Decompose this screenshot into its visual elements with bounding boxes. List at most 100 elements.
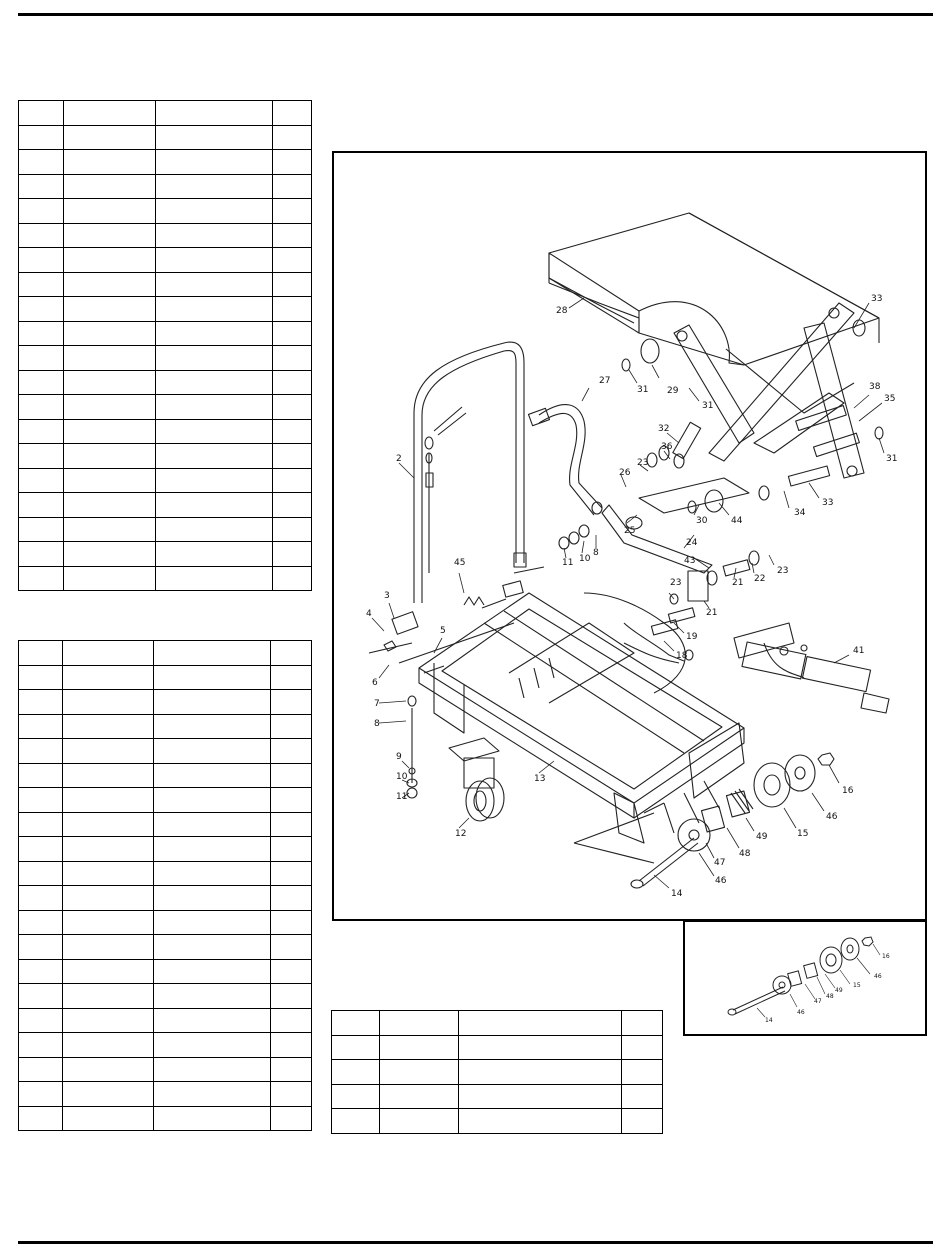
bottom-rule [18,1241,933,1244]
table-cell [379,1108,459,1134]
table-cell [18,811,63,837]
table-cell [272,369,312,395]
table-cell [272,149,312,175]
table-row [18,516,312,542]
hardware-top [621,319,884,514]
table-cell [272,124,312,150]
table-cell [153,885,271,911]
table-cell [270,860,312,886]
callout-label: 13 [534,774,545,784]
table-cell [155,222,273,248]
table-cell [18,934,63,960]
callout-label: 22 [754,574,765,584]
callout-label: 7 [374,699,380,709]
table-cell [18,762,63,788]
table-cell [155,443,273,469]
table-cell [272,271,312,297]
callout-label: 11 [562,558,573,568]
callout-label: 31 [637,385,648,395]
table-cell [153,836,271,862]
table-cell [63,222,156,248]
callout-label: 25 [624,526,635,536]
table-cell [155,100,273,126]
table-row [331,1108,663,1134]
wheel-assembly [573,752,835,889]
table-cell [153,1032,271,1058]
table-cell [18,271,64,297]
table-row [18,836,312,862]
table-cell [153,909,271,935]
table-cell [18,909,63,935]
callout-label: 18 [676,651,688,661]
table-cell [62,762,154,788]
table-cell [18,247,64,273]
table-cell [270,762,312,788]
table-cell [272,198,312,224]
callout-label: 30 [696,516,708,526]
table-cell [270,1081,312,1107]
table-cell [153,860,271,886]
table-cell [153,1081,271,1107]
table-cell [18,1105,63,1131]
callout-label: 49 [756,832,768,842]
callout-label: 10 [396,772,408,782]
table-row [18,811,312,837]
release-linkage [368,566,694,799]
table-cell [18,418,64,444]
table-cell [63,173,156,199]
table-row [18,713,312,739]
table-cell [62,713,154,739]
callout-label: 48 [739,849,751,859]
table-cell [63,100,156,126]
inset-callout-label: 48 [826,993,834,1000]
table-cell [63,149,156,175]
table-row [18,689,312,715]
table-row [18,762,312,788]
parts-table-bottom [331,1010,663,1134]
inset-callout-label: 47 [814,998,822,1005]
table-cell [18,836,63,862]
table-cell [331,1010,380,1036]
table-cell [62,1105,154,1131]
callout-label: 5 [440,626,446,636]
table-row [18,983,312,1009]
table-cell [153,1105,271,1131]
table-row [18,100,312,126]
table-cell [63,369,156,395]
table-cell [62,885,154,911]
table-row [18,934,312,960]
table-cell [272,492,312,518]
table-cell [62,1056,154,1082]
callout-label: 29 [667,386,679,396]
table-row [18,296,312,322]
table-cell [331,1083,380,1109]
table-cell [270,640,312,666]
table-cell [155,492,273,518]
table-cell [270,934,312,960]
table-cell [18,1007,63,1033]
table-cell [270,1007,312,1033]
table-cell [458,1034,622,1060]
table-row [18,1081,312,1107]
table-cell [63,271,156,297]
scissor-arms [673,302,865,479]
table-cell [153,664,271,690]
parts-table-upper [18,100,312,591]
table-row [18,222,312,248]
table-cell [63,320,156,346]
table-cell [63,467,156,493]
callout-label: 21 [706,608,717,618]
table-cell [63,345,156,371]
table-cell [62,1081,154,1107]
table-row [18,345,312,371]
table-cell [270,811,312,837]
table-cell [63,124,156,150]
table-cell [272,320,312,346]
top-rule [18,13,933,16]
table-cell [155,296,273,322]
table-cell [379,1010,459,1036]
callout-label: 6 [372,678,378,688]
